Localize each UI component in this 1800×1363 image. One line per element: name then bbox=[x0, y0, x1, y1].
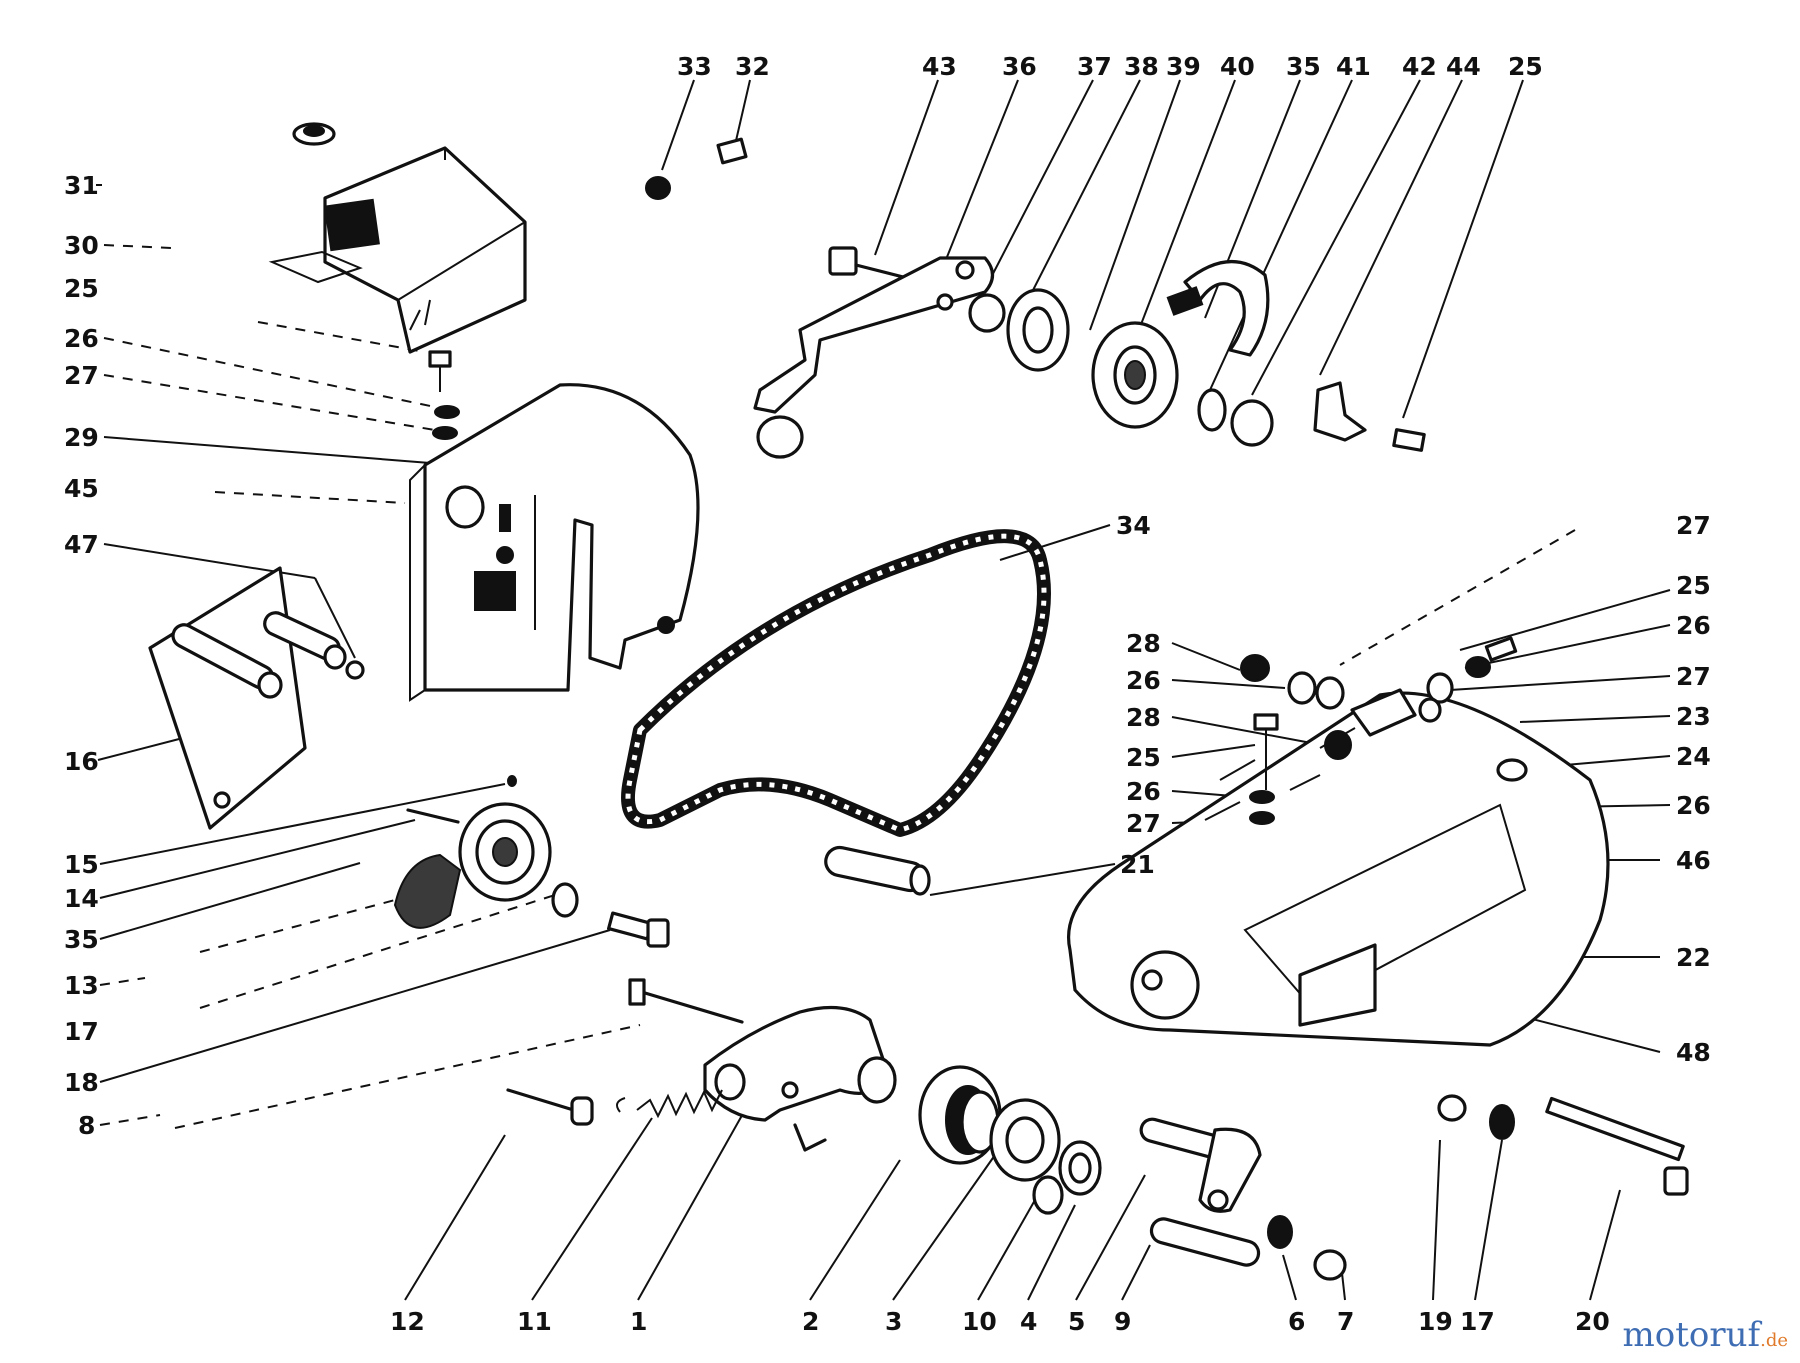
callout-27-mid: 27 bbox=[1126, 809, 1161, 838]
callout-17-left: 17 bbox=[64, 1017, 99, 1046]
callout-13: 13 bbox=[64, 971, 99, 1000]
callout-29: 29 bbox=[64, 423, 99, 452]
callout-25-mid: 25 bbox=[1126, 743, 1161, 772]
callout-2: 2 bbox=[802, 1307, 819, 1336]
callout-47: 47 bbox=[64, 530, 99, 559]
callout-38: 38 bbox=[1124, 52, 1159, 81]
callout-20: 20 bbox=[1575, 1307, 1610, 1336]
callout-15: 15 bbox=[64, 850, 99, 879]
callout-35-left: 35 bbox=[64, 925, 99, 954]
callout-5: 5 bbox=[1068, 1307, 1085, 1336]
callout-28-a: 28 bbox=[1126, 629, 1161, 658]
callout-9: 9 bbox=[1114, 1307, 1131, 1336]
callout-6: 6 bbox=[1288, 1307, 1305, 1336]
callout-26-right-b: 26 bbox=[1676, 791, 1711, 820]
callout-39: 39 bbox=[1166, 52, 1201, 81]
callout-10: 10 bbox=[962, 1307, 997, 1336]
callout-26-right-a: 26 bbox=[1676, 611, 1711, 640]
callout-27: 27 bbox=[64, 361, 99, 390]
callout-11: 11 bbox=[517, 1307, 552, 1336]
callout-44: 44 bbox=[1446, 52, 1481, 81]
callout-27-right-a: 27 bbox=[1676, 511, 1711, 540]
callout-14: 14 bbox=[64, 884, 99, 913]
watermark-brand: motoruf bbox=[1622, 1315, 1761, 1355]
callout-18: 18 bbox=[64, 1068, 99, 1097]
callout-28-b: 28 bbox=[1126, 703, 1161, 732]
callout-36: 36 bbox=[1002, 52, 1037, 81]
callout-31: 31 bbox=[64, 171, 99, 200]
callout-7: 7 bbox=[1337, 1307, 1354, 1336]
callout-25: 25 bbox=[64, 274, 99, 303]
callout-27-right-b: 27 bbox=[1676, 662, 1711, 691]
callout-48: 48 bbox=[1676, 1038, 1711, 1067]
callout-30: 30 bbox=[64, 231, 99, 260]
callout-25-top: 25 bbox=[1508, 52, 1543, 81]
callout-12: 12 bbox=[390, 1307, 425, 1336]
callout-42: 42 bbox=[1402, 52, 1437, 81]
callout-21: 21 bbox=[1120, 850, 1155, 879]
watermark-logo: motoruf.de bbox=[1623, 1315, 1788, 1355]
callout-26-mid-b: 26 bbox=[1126, 777, 1161, 806]
callout-34: 34 bbox=[1116, 511, 1151, 540]
callout-26: 26 bbox=[64, 324, 99, 353]
callout-19: 19 bbox=[1418, 1307, 1453, 1336]
callout-32: 32 bbox=[735, 52, 770, 81]
callout-37: 37 bbox=[1077, 52, 1112, 81]
callout-22: 22 bbox=[1676, 943, 1711, 972]
callout-24: 24 bbox=[1676, 742, 1711, 771]
callout-16: 16 bbox=[64, 747, 99, 776]
callout-8: 8 bbox=[78, 1111, 95, 1140]
callout-43: 43 bbox=[922, 52, 957, 81]
callout-26-mid-a: 26 bbox=[1126, 666, 1161, 695]
callout-40: 40 bbox=[1220, 52, 1255, 81]
callout-41: 41 bbox=[1336, 52, 1371, 81]
callout-25-right: 25 bbox=[1676, 571, 1711, 600]
callout-4: 4 bbox=[1020, 1307, 1037, 1336]
leader-lines bbox=[96, 79, 1671, 1301]
callout-33: 33 bbox=[677, 52, 712, 81]
callout-35-top: 35 bbox=[1286, 52, 1321, 81]
callout-17-bottom: 17 bbox=[1460, 1307, 1495, 1336]
callout-46: 46 bbox=[1676, 846, 1711, 875]
callout-1: 1 bbox=[630, 1307, 647, 1336]
watermark-tld: .de bbox=[1760, 1330, 1788, 1351]
callout-23: 23 bbox=[1676, 702, 1711, 731]
callout-labels: 31 30 25 26 27 29 45 47 16 15 14 35 13 1… bbox=[64, 52, 1711, 1336]
part-drawings bbox=[148, 122, 1689, 1281]
callout-3: 3 bbox=[885, 1307, 902, 1336]
callout-45: 45 bbox=[64, 474, 99, 503]
